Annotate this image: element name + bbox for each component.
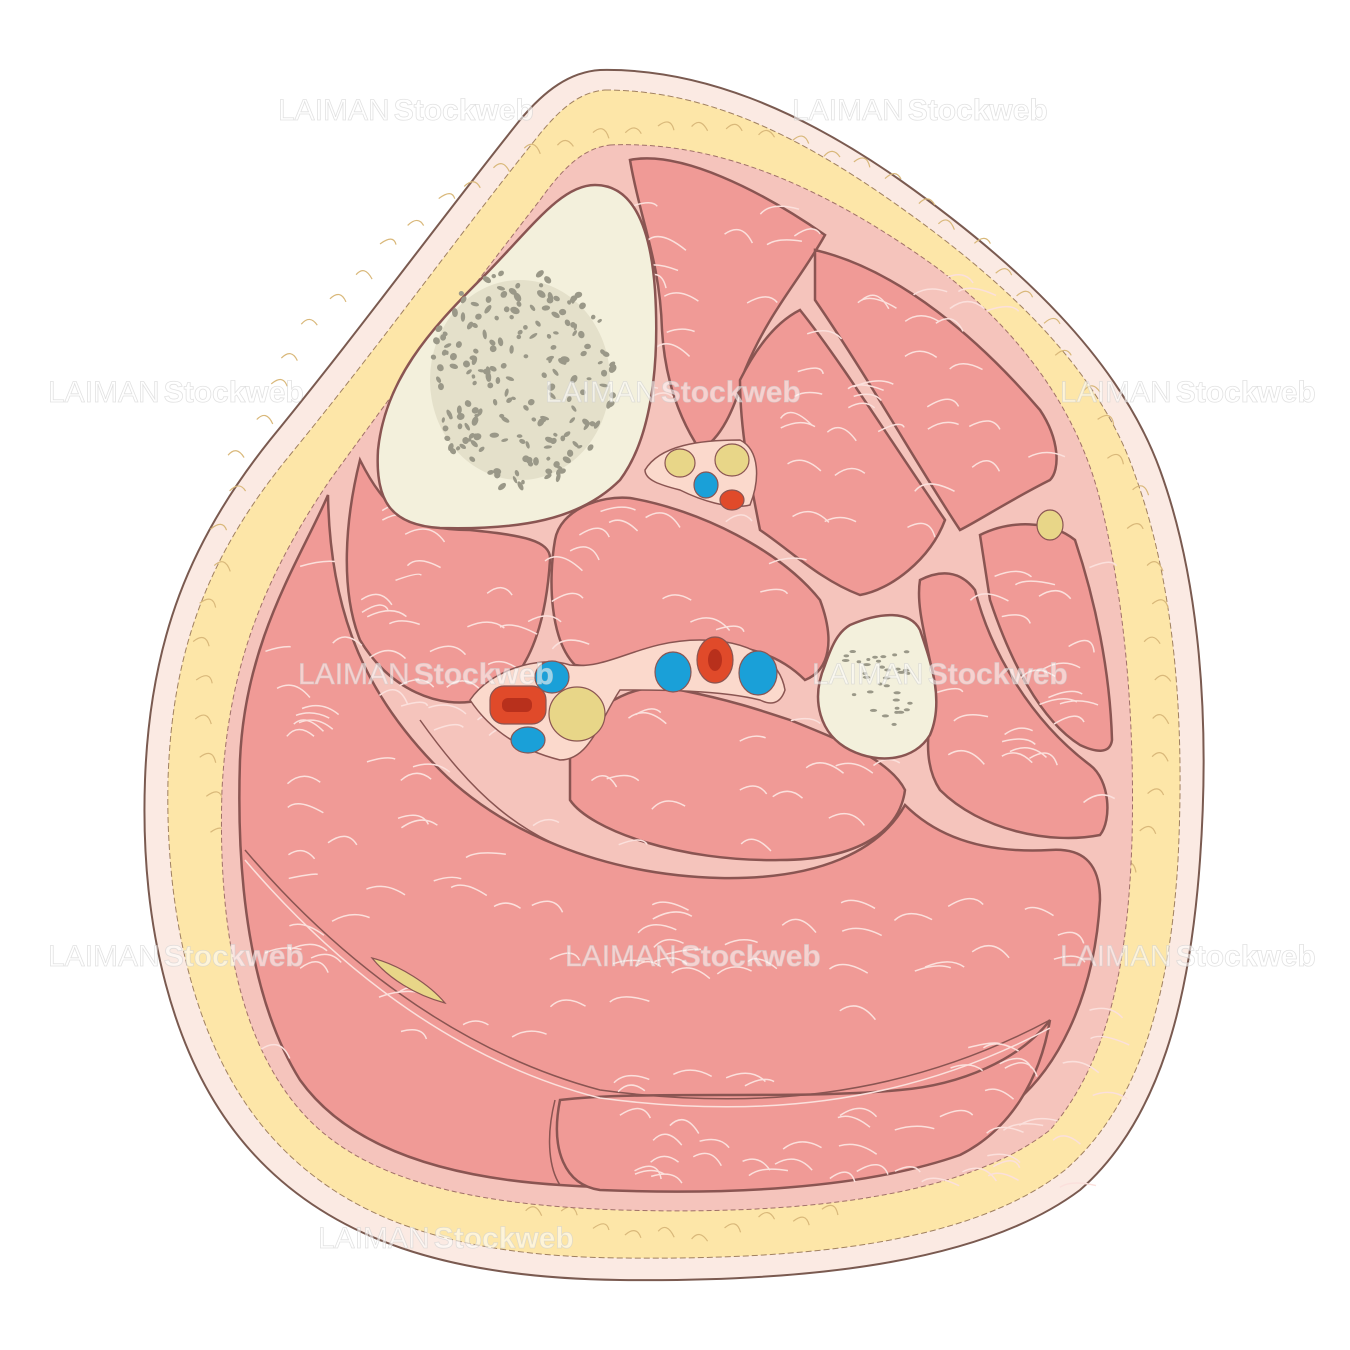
- artery-lumen: [708, 649, 722, 671]
- tibia-bone: [376, 183, 658, 530]
- anterior-muscle-3: [813, 248, 1058, 532]
- fibula-trabecular-dots: [841, 650, 913, 726]
- artery-lumen: [502, 698, 532, 712]
- vein: [738, 650, 778, 696]
- tibial-nerve: [548, 686, 606, 742]
- muscle-separation-line: [419, 719, 601, 861]
- tibia-trabecular-dots: [430, 270, 617, 491]
- nerve: [714, 443, 750, 477]
- vein: [534, 660, 570, 694]
- anterior-muscle-1: [628, 157, 827, 452]
- anterior-muscle-2: [738, 308, 947, 597]
- vein: [693, 471, 719, 499]
- tibia-marrow-shading: [430, 280, 610, 480]
- nerve: [1036, 509, 1064, 541]
- nerve: [664, 448, 696, 478]
- vein: [654, 651, 692, 693]
- septum-highlight: [244, 859, 1051, 1108]
- sural-nerve: [370, 956, 447, 1005]
- intermuscular-septum: [244, 849, 1051, 1100]
- artery: [719, 489, 745, 511]
- muscle-fiber-texture: [260, 202, 1130, 1188]
- muscle-separation-line: [548, 1099, 561, 1186]
- vein: [510, 726, 546, 754]
